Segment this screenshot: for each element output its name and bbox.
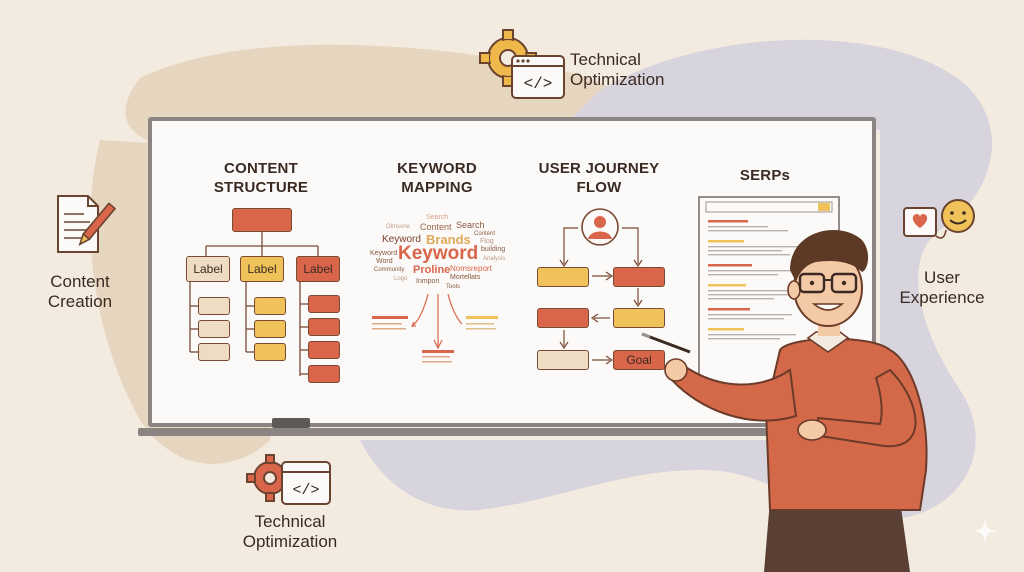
structure-item-box (308, 365, 340, 383)
label-line: Optimization (570, 70, 665, 89)
journey-step-box (537, 350, 589, 370)
keyword-word: Brands (426, 232, 471, 247)
heart-smile-icon (903, 199, 975, 239)
content-creation-label: Content Creation (30, 272, 130, 312)
keyword-word: Mortellats (450, 274, 481, 281)
journey-step-box (613, 267, 665, 287)
keyword-word: Content (420, 222, 452, 232)
document-pencil-icon (57, 195, 117, 253)
gear-code-icon: </> (479, 29, 565, 99)
svg-text:</>: </> (524, 75, 553, 93)
structure-item-box (198, 297, 230, 315)
label-line: Optimization (242, 532, 338, 551)
user-journey-title: USER JOURNEY FLOW (534, 159, 664, 197)
journey-step-box (537, 267, 589, 287)
keyword-word: building (481, 246, 506, 253)
content-structure-connectors (189, 232, 319, 376)
presenter-figure (641, 230, 928, 572)
keyword-word: Keyword (382, 234, 421, 245)
journey-step-box (613, 308, 665, 328)
technical-optimization-top-label: Technical Optimization (570, 50, 700, 90)
structure-item-box (254, 343, 286, 361)
title-line: USER JOURNEY (538, 160, 660, 177)
label-line: Creation (47, 292, 113, 311)
label-line: Content (50, 272, 110, 291)
structure-item-box (198, 343, 230, 361)
label-line: Technical (570, 50, 641, 69)
title-line: CONTENT (224, 160, 298, 177)
keyword-word: Tools (446, 284, 461, 290)
keyword-word: Analysis (483, 256, 506, 262)
user-avatar-icon (581, 208, 619, 246)
structure-item-box (308, 341, 340, 359)
keyword-word: Inmpon (416, 278, 440, 285)
svg-text:</>: </> (292, 482, 319, 499)
journey-step-box (537, 308, 589, 328)
keyword-word: Community (374, 267, 405, 273)
structure-item-box (198, 320, 230, 338)
keyword-mapping-title: KEYWORD MAPPING (372, 159, 502, 197)
keyword-word: Olmsone (386, 224, 411, 230)
keyword-word: Search (426, 214, 449, 221)
structure-root-box (232, 208, 292, 232)
gear-code-icon: </> (246, 454, 331, 505)
content-structure-title: CONTENT STRUCTURE (196, 159, 326, 197)
title-line: MAPPING (401, 179, 473, 196)
title-line: KEYWORD (397, 160, 477, 177)
user-journey-arrows (559, 227, 643, 365)
structure-item-box (254, 297, 286, 315)
keyword-word: Nomsreport (450, 264, 492, 273)
technical-optimization-bottom-label: Technical Optimization (220, 512, 360, 552)
keyword-word: Word (376, 258, 393, 265)
sparkle-icon (972, 518, 998, 544)
keyword-word: Search (456, 220, 485, 230)
structure-item-box (308, 295, 340, 313)
serps-title: SERPs (739, 167, 791, 184)
label-line: User (924, 268, 960, 287)
structure-item-box (254, 320, 286, 338)
keyword-word: Keyword (370, 250, 398, 257)
user-experience-label: User Experience (880, 268, 1004, 308)
structure-label: Label (186, 256, 230, 282)
structure-label: Label (296, 256, 340, 282)
structure-label: Label (240, 256, 284, 282)
keyword-mapping-arrows (372, 293, 498, 363)
structure-item-box (308, 318, 340, 336)
whiteboard-tray (138, 428, 878, 436)
keyword-word: Keyword (398, 243, 479, 264)
label-line: Technical (254, 512, 326, 531)
keyword-word: Logo (394, 276, 408, 282)
label-line: Experience (899, 288, 985, 307)
title-line: STRUCTURE (213, 179, 309, 196)
keyword-word: Proline (413, 264, 451, 276)
title-line: FLOW (576, 179, 622, 196)
keyword-word: Flog (480, 238, 494, 245)
keyword-word: Content (474, 231, 496, 237)
whiteboard-eraser (272, 418, 310, 428)
journey-goal-box: Goal (613, 350, 665, 370)
